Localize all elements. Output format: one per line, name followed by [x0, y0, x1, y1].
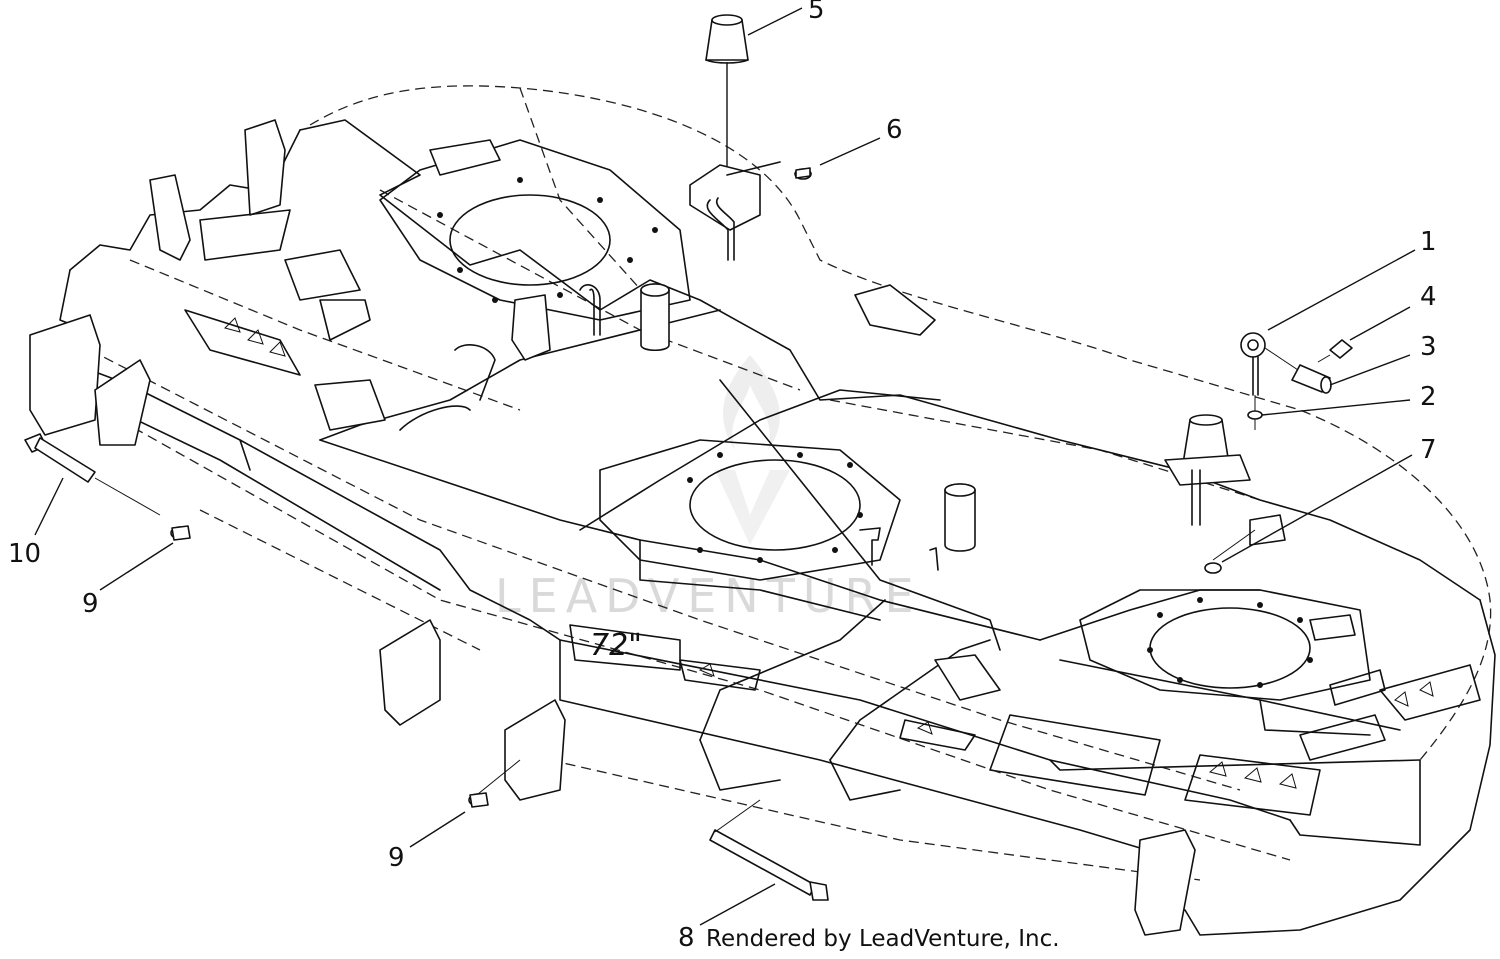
warning-decal-right [1184, 754, 1321, 816]
callout-8: 8 [678, 923, 695, 953]
callout-5: 5 [808, 0, 825, 25]
leader-9-upper [99, 542, 174, 591]
height-cone-installed [1164, 414, 1251, 526]
deck-hardware [314, 139, 1356, 701]
watermark-text: LEADVENTURE [495, 569, 922, 623]
callout-6: 6 [886, 115, 903, 145]
leader-9-lower [409, 811, 466, 848]
deck-size-decal-text: 72" [590, 628, 642, 663]
leader-5 [747, 7, 803, 36]
leader-3 [1329, 354, 1411, 386]
deck-decals: 72" [184, 209, 1481, 816]
blade-openings [437, 177, 1313, 689]
warning-triangles-right [1208, 761, 1297, 789]
leader-4 [1349, 306, 1411, 341]
leader-8 [699, 883, 776, 926]
warning-triangles-left [224, 317, 286, 357]
render-credit: Rendered by LeadVenture, Inc. [706, 926, 1060, 952]
callout-9-upper: 9 [82, 589, 99, 619]
part-6-bracket-assembly [689, 161, 781, 261]
part-7-nut [1204, 529, 1256, 574]
leader-2 [1261, 399, 1411, 416]
leader-7 [1221, 454, 1413, 563]
callout-3: 3 [1420, 332, 1437, 362]
center-spindle-opening [689, 459, 861, 551]
warning-decal-left [184, 309, 301, 376]
left-spindle-opening [449, 194, 611, 286]
watermark-flame-logo [715, 355, 790, 545]
right-spindle-opening [1149, 607, 1311, 689]
callout-1: 1 [1420, 227, 1437, 257]
part-3-pin [1264, 347, 1332, 394]
watermark: LEADVENTURE [495, 355, 922, 623]
part-1-eyebolt [1240, 332, 1266, 430]
callout-10: 10 [8, 539, 41, 569]
spindle-bolt-holes [437, 177, 1313, 688]
leader-6 [819, 137, 881, 166]
part-4-grease-fitting [1317, 339, 1353, 363]
callout-4: 4 [1420, 282, 1437, 312]
pivot-post-center [944, 483, 976, 552]
callout-9-lower: 9 [388, 843, 405, 873]
part-6-flange-nut [794, 167, 812, 180]
leader-lines [34, 7, 1416, 926]
deck-body [29, 119, 1496, 936]
part-10-bolt [24, 433, 161, 516]
deck-shell [89, 85, 1492, 881]
callout-labels: 5 6 1 4 3 2 7 10 9 9 8 [8, 0, 1437, 953]
part-2-washer [1247, 410, 1263, 420]
part-8-bolt [709, 799, 829, 901]
exploded-parts [24, 14, 1353, 901]
part-5-cone [705, 14, 749, 175]
part-9-nut-lower [468, 759, 521, 808]
callout-7: 7 [1420, 435, 1437, 465]
pivot-post-left [640, 283, 670, 352]
part-9-nut-upper [170, 525, 191, 541]
callout-2: 2 [1420, 382, 1437, 412]
deck-size-decal [569, 624, 681, 671]
leader-1 [1267, 249, 1416, 331]
leader-10 [34, 477, 64, 536]
